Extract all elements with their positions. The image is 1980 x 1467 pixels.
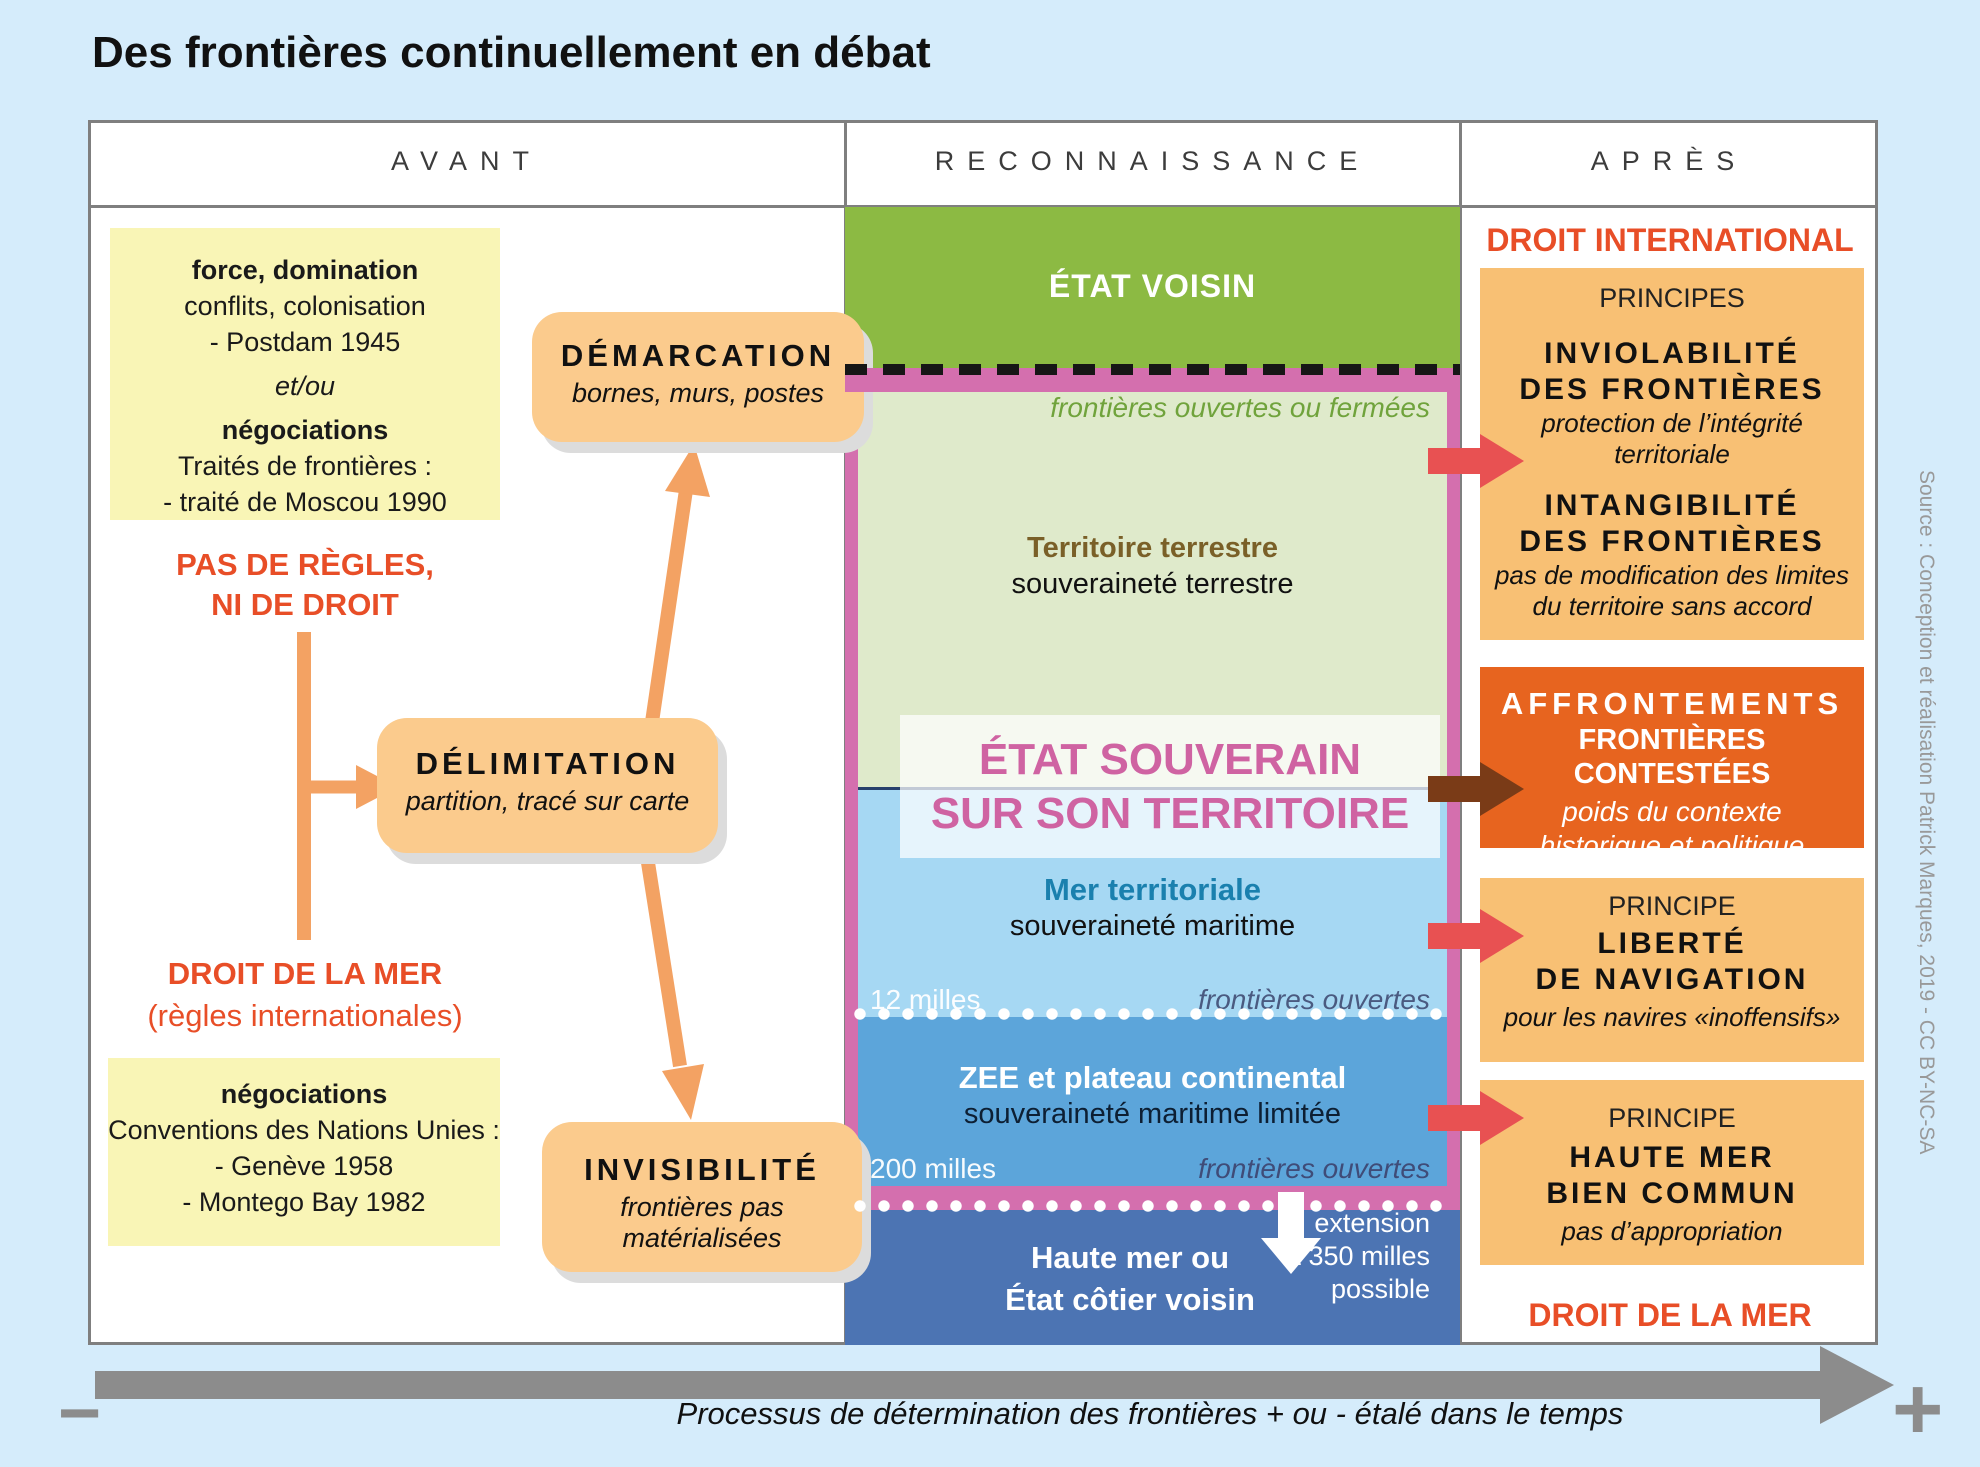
column-header-avant: AVANT <box>390 146 542 176</box>
international-law-label: DROIT INTERNATIONAL <box>1486 222 1854 258</box>
navigation-line: DE NAVIGATION <box>1535 963 1809 996</box>
neighbor-state-zone <box>845 207 1460 368</box>
invisibility-subtitle: frontières pas matérialisées <box>620 1192 784 1253</box>
force-box-line: négociations <box>221 415 389 445</box>
sovereign-state-line: SUR SON TERRITOIRE <box>930 788 1410 838</box>
neighbor-state-label: ÉTAT VOISIN <box>1048 268 1257 304</box>
column-divider-right <box>1459 120 1462 1345</box>
force-box-line: force, domination <box>191 255 419 285</box>
column-header-reconnaissance: RECONNAISSANCE <box>934 146 1371 176</box>
navigation-line: LIBERTÉ <box>1597 927 1747 960</box>
intangibility-line: INTANGIBILITÉ <box>1544 489 1800 522</box>
force-box-line: conflits, colonisation <box>184 291 426 321</box>
source-credit: Source : Conception et réalisation Patri… <box>1915 470 1938 1155</box>
navigation-principle-box: PRINCIPE LIBERTÉ DE NAVIGATION pour les … <box>1480 878 1864 1062</box>
sea-law-line: (règles internationales) <box>147 998 463 1033</box>
principles-box: PRINCIPES INVIOLABILITÉ DES FRONTIÈRES p… <box>1480 268 1864 640</box>
negotiations-box-line: - Montego Bay 1982 <box>182 1187 426 1217</box>
inviolability-sub: protection de l’intégrité <box>1541 408 1803 438</box>
negotiations-box-line: - Genève 1958 <box>214 1151 394 1181</box>
timeline-caption: Processus de détermination des frontière… <box>676 1396 1624 1431</box>
high-sea-principle-box: PRINCIPE HAUTE MER BIEN COMMUN pas d’app… <box>1480 1080 1864 1265</box>
extension-note: extension à 350 milles possible <box>1130 1207 1430 1306</box>
no-rules-line: NI DE DROIT <box>211 587 399 622</box>
land-territory-title: Territoire terrestre <box>1027 532 1278 564</box>
high-sea-line: État côtier voisin <box>1005 1282 1255 1317</box>
intangibility-sub: pas de modification des limites <box>1494 560 1850 590</box>
extension-line: à 350 milles <box>1285 1241 1430 1271</box>
extension-line: extension <box>1314 1208 1430 1238</box>
territorial-sea-title: Mer territoriale <box>1043 872 1262 907</box>
high-sea-line: Haute mer ou <box>1030 1240 1230 1275</box>
force-box-line: - traité de Moscou 1990 <box>163 487 447 517</box>
open-borders-200-note: frontières ouvertes <box>1198 1153 1430 1184</box>
open-closed-borders-note: frontières ouvertes ou fermées <box>1050 392 1430 423</box>
no-rules-line: PAS DE RÈGLES, <box>176 547 434 582</box>
high-sea-zone <box>845 1210 1460 1345</box>
extension-line: possible <box>1330 1274 1430 1304</box>
land-territory-subtitle: souveraineté terrestre <box>1011 568 1294 600</box>
zee-title: ZEE et plateau continental <box>958 1060 1347 1095</box>
sovereign-state-banner: ÉTAT SOUVERAIN SUR SON TERRITOIRE <box>900 715 1440 858</box>
high-sea-principle-line: BIEN COMMUN <box>1546 1177 1798 1210</box>
negotiations-box-line: négociations <box>220 1079 388 1109</box>
confrontations-line: FRONTIÈRES CONTESTÉES <box>1573 724 1771 790</box>
inviolability-line: DES FRONTIÈRES <box>1519 373 1825 406</box>
invisibility-title: INVISIBILITÉ <box>584 1152 820 1187</box>
dotted-line-12-miles <box>852 1006 1453 1022</box>
zee-zone <box>858 1017 1447 1186</box>
limit-200-miles-label: 200 milles <box>870 1153 997 1184</box>
territorial-sea-subtitle: souveraineté maritime <box>1009 910 1296 942</box>
invisibility-box: INVISIBILITÉ frontières pas matérialisée… <box>542 1122 862 1272</box>
negotiations-box: négociations Conventions des Nations Uni… <box>108 1058 500 1246</box>
sovereign-state-line: ÉTAT SOUVERAIN <box>978 734 1362 784</box>
navigation-sub: pour les navires «inoffensifs» <box>1503 1002 1841 1032</box>
page-title: Des frontières continuellement en débat <box>92 28 931 77</box>
intangibility-sub: du territoire sans accord <box>1532 591 1812 621</box>
delimitation-title: DÉLIMITATION <box>415 746 680 781</box>
principles-label: PRINCIPES <box>1599 283 1745 313</box>
delimitation-box: DÉLIMITATION partition, tracé sur carte <box>377 718 718 853</box>
demarcation-subtitle: bornes, murs, postes <box>571 378 825 408</box>
confrontations-sub: historique et politique <box>1539 830 1805 861</box>
principle-label: PRINCIPE <box>1608 1103 1736 1133</box>
confrontations-box: AFFRONTEMENTS FRONTIÈRES CONTESTÉES poid… <box>1480 667 1864 861</box>
demarcation-title: DÉMARCATION <box>560 338 836 373</box>
zee-subtitle: souveraineté maritime limitée <box>963 1098 1342 1130</box>
header-divider <box>88 205 1878 208</box>
inviolability-line: INVIOLABILITÉ <box>1544 337 1800 370</box>
force-box-line: Traités de frontières : <box>177 451 433 481</box>
timeline-plus: + <box>1892 1359 1944 1458</box>
negotiations-box-line: Conventions des Nations Unies : <box>108 1115 500 1145</box>
timeline-minus: − <box>58 1371 102 1454</box>
land-border-dashed-line <box>845 364 1460 375</box>
no-rules-label: PAS DE RÈGLES, NI DE DROIT <box>110 545 500 625</box>
force-box-line: et/ou <box>274 371 336 401</box>
sea-law-line: DROIT DE LA MER <box>167 956 443 991</box>
high-sea-principle-sub: pas d’appropriation <box>1561 1216 1783 1246</box>
inviolability-sub: territoriale <box>1614 439 1730 469</box>
force-domination-box: force, domination conflits, colonisation… <box>110 228 500 520</box>
confrontations-sub: poids du contexte <box>1562 796 1782 827</box>
column-header-apres: APRÈS <box>1590 146 1748 176</box>
principle-label: PRINCIPE <box>1608 891 1736 921</box>
force-box-line: - Postdam 1945 <box>209 327 401 357</box>
sea-law-bottom-label: DROIT DE LA MER <box>1528 1297 1812 1333</box>
high-sea-principle-line: HAUTE MER <box>1569 1141 1775 1174</box>
confrontations-line: AFFRONTEMENTS <box>1500 686 1844 721</box>
sea-law-label: DROIT DE LA MER (règles internationales) <box>110 953 500 1037</box>
demarcation-box: DÉMARCATION bornes, murs, postes <box>532 312 864 442</box>
delimitation-subtitle: partition, tracé sur carte <box>405 786 690 816</box>
intangibility-line: DES FRONTIÈRES <box>1519 525 1825 558</box>
